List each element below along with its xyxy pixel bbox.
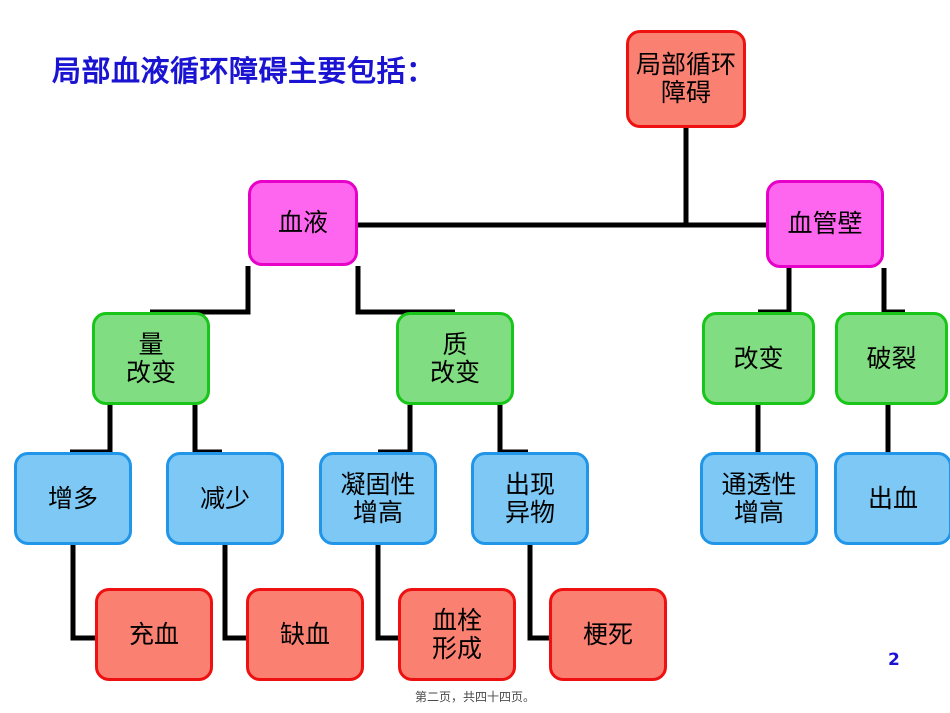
node-hyperemia-label: 充血 [128, 619, 179, 649]
edge-blood-quality [355, 266, 455, 315]
node-vessel-wall-label: 血管壁 [787, 209, 863, 238]
node-wall-change-label: 改变 [733, 343, 784, 373]
node-infarction[interactable]: 梗死 [549, 588, 667, 681]
edge-blood-quantity [150, 266, 251, 315]
node-root[interactable]: 局部循环 障碍 [626, 30, 746, 128]
edge-quantity-increase [70, 405, 113, 455]
edge-quantity-decrease [192, 405, 222, 455]
node-blood-label: 血液 [277, 208, 328, 237]
edge-quality-coagulation [378, 405, 413, 455]
node-ischemia-label: 缺血 [279, 619, 330, 649]
node-root-label: 局部循环 障碍 [635, 50, 736, 107]
node-increase-label: 增多 [47, 483, 98, 513]
page-title: 局部血液循环障碍主要包括： [52, 54, 436, 88]
node-quality-change-label: 质 改变 [429, 329, 480, 387]
node-thrombosis[interactable]: 血栓 形成 [398, 588, 516, 681]
edge-wall-rupture [881, 268, 905, 315]
node-wall-rupture-label: 破裂 [866, 343, 917, 373]
node-bleeding[interactable]: 出血 [834, 452, 950, 545]
edge-wall-change [758, 268, 792, 315]
page-number: 2 [888, 650, 900, 670]
node-coagulation-up-label: 凝固性 增高 [340, 469, 416, 527]
node-infarction-label: 梗死 [582, 619, 633, 649]
node-coagulation-up[interactable]: 凝固性 增高 [319, 452, 437, 545]
node-vessel-wall[interactable]: 血管壁 [766, 180, 884, 268]
node-bleeding-label: 出血 [867, 483, 918, 513]
edge-quality-foreign [497, 405, 528, 455]
node-decrease[interactable]: 减少 [166, 452, 284, 545]
node-blood[interactable]: 血液 [248, 180, 358, 266]
node-decrease-label: 减少 [199, 483, 250, 513]
node-ischemia[interactable]: 缺血 [246, 588, 364, 681]
node-permeability-up[interactable]: 通透性 增高 [700, 452, 818, 545]
node-foreign-body-label: 出现 异物 [504, 469, 555, 527]
node-quantity-change[interactable]: 量 改变 [92, 312, 210, 405]
node-thrombosis-label: 血栓 形成 [431, 605, 482, 663]
node-wall-rupture[interactable]: 破裂 [835, 312, 948, 405]
slide-footer: 第二页，共四十四页。 [414, 690, 535, 704]
node-wall-change[interactable]: 改变 [702, 312, 815, 405]
node-quality-change[interactable]: 质 改变 [396, 312, 514, 405]
node-hyperemia[interactable]: 充血 [95, 588, 213, 681]
node-permeability-up-label: 通透性 增高 [721, 469, 797, 527]
node-foreign-body[interactable]: 出现 异物 [471, 452, 589, 545]
node-quantity-change-label: 量 改变 [125, 329, 176, 387]
node-increase[interactable]: 增多 [14, 452, 132, 545]
